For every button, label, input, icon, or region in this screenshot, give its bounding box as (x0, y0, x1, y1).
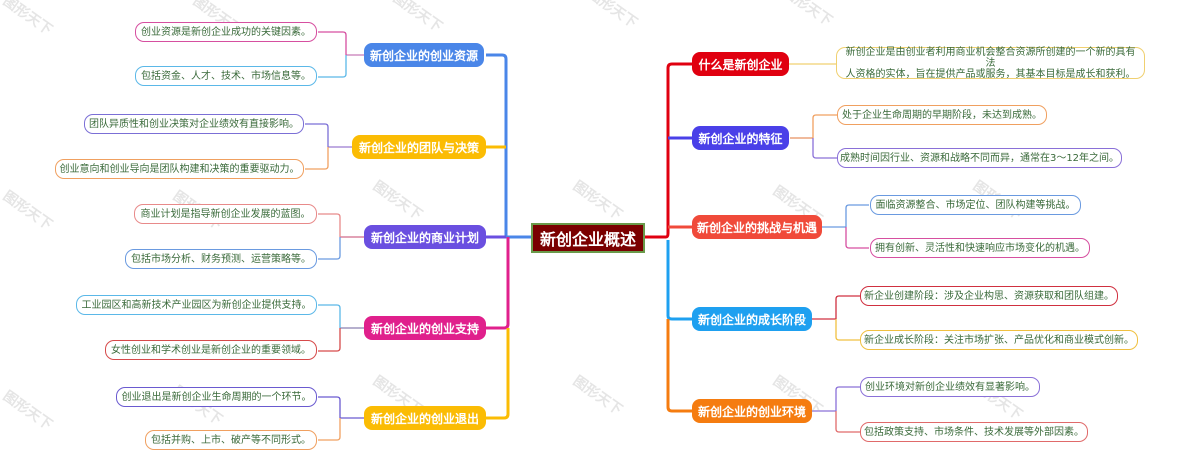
branch-growth-stages[interactable]: 新创企业的成长阶段 (692, 307, 812, 331)
branch-entrepreneurial-resources[interactable]: 新创企业的创业资源 (364, 43, 484, 67)
leaf-team-drivers[interactable]: 创业意向和创业导向是团队构建和决策的重要驱动力。 (55, 159, 304, 179)
leaf-plan-contents[interactable]: 包括市场分析、财务预测、运营策略等。 (125, 249, 317, 269)
leaf-early-stage[interactable]: 处于企业生命周期的早期阶段，未达到成熟。 (837, 105, 1047, 125)
branch-challenges-opportunities[interactable]: 新创企业的挑战与机遇 (692, 215, 822, 239)
leaf-challenges[interactable]: 面临资源整合、市场定位、团队构建等挑战。 (870, 195, 1081, 215)
branch-what-is-startup[interactable]: 什么是新创企业 (692, 52, 789, 76)
leaf-maturity-time[interactable]: 成熟时间因行业、资源和战略不同而异，通常在3～12年之间。 (837, 148, 1122, 168)
branch-business-plan[interactable]: 新创企业的商业计划 (364, 225, 486, 249)
leaf-startup-definition[interactable]: 新创企业是由创业者利用商业机会整合资源所创建的一个新的具有法 人资格的实体，旨在… (836, 46, 1145, 80)
root-node[interactable]: 新创企业概述 (531, 223, 645, 253)
leaf-team-heterogeneity[interactable]: 团队异质性和创业决策对企业绩效有直接影响。 (84, 114, 304, 134)
leaf-support-parks[interactable]: 工业园区和高新技术产业园区为新创企业提供支持。 (76, 295, 317, 315)
branch-entrepreneurial-exit[interactable]: 新创企业的创业退出 (364, 406, 486, 430)
leaf-exit-forms[interactable]: 包括并购、上市、破产等不同形式。 (145, 430, 317, 450)
branch-team-and-decision[interactable]: 新创企业的团队与决策 (352, 135, 486, 159)
branch-entrepreneurial-support[interactable]: 新创企业的创业支持 (364, 316, 486, 340)
leaf-growth-stage[interactable]: 新企业成长阶段：关注市场扩张、产品优化和商业模式创新。 (860, 330, 1138, 350)
leaf-environment-impact[interactable]: 创业环境对新创企业绩效有显著影响。 (860, 377, 1040, 397)
leaf-opportunities[interactable]: 拥有创新、灵活性和快速响应市场变化的机遇。 (870, 238, 1090, 258)
leaf-exit-lifecycle[interactable]: 创业退出是新创企业生命周期的一个环节。 (116, 387, 317, 407)
leaf-plan-blueprint[interactable]: 商业计划是指导新创企业发展的蓝图。 (134, 204, 317, 224)
leaf-support-fields[interactable]: 女性创业和学术创业是新创企业的重要领域。 (105, 340, 317, 360)
leaf-resources-key-factor[interactable]: 创业资源是新创企业成功的关键因素。 (135, 22, 317, 42)
branch-characteristics[interactable]: 新创企业的特征 (692, 126, 789, 150)
branch-entrepreneurial-environment[interactable]: 新创企业的创业环境 (692, 399, 812, 423)
leaf-creation-stage[interactable]: 新企业创建阶段：涉及企业构思、资源获取和团队组建。 (860, 286, 1118, 306)
leaf-environment-factors[interactable]: 包括政策支持、市场条件、技术发展等外部因素。 (860, 422, 1088, 442)
leaf-resources-types[interactable]: 包括资金、人才、技术、市场信息等。 (135, 66, 317, 86)
definition-line-2: 人资格的实体，旨在提供产品或服务，其基本目标是成长和获利。 (845, 68, 1136, 80)
definition-line-1: 新创企业是由创业者利用商业机会整合资源所创建的一个新的具有法 (845, 46, 1136, 69)
